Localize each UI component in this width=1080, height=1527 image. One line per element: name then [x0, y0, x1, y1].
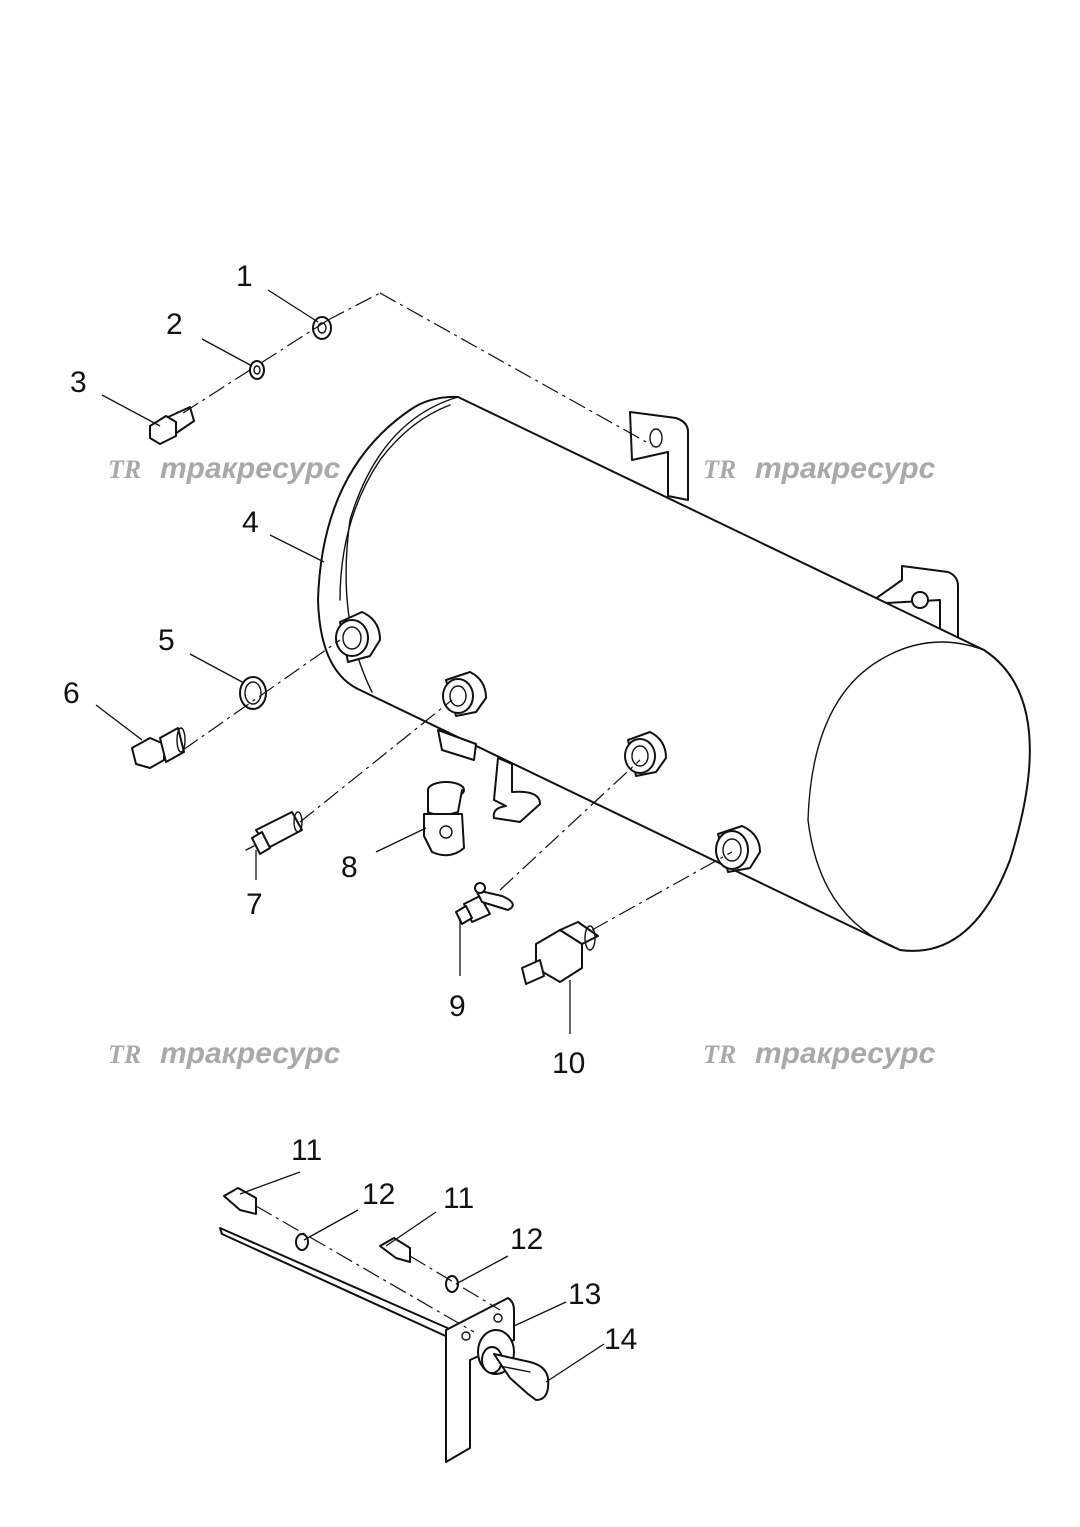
lock-washer-part-2	[249, 360, 265, 380]
watermark-bottom-left: TR тракресурс	[108, 1037, 341, 1070]
watermark-top-right: TR тракресурс	[703, 452, 936, 485]
callout-11: 11	[443, 1182, 474, 1215]
port-boss	[715, 825, 761, 873]
callout-14: 14	[604, 1323, 637, 1356]
callout-5: 5	[158, 624, 175, 657]
washer-part-1	[312, 316, 332, 340]
assembly-line	[591, 851, 733, 931]
bolt-part-11	[223, 1187, 257, 1215]
tank-hook	[492, 757, 541, 823]
assembly-line	[299, 699, 453, 823]
assembly-line	[499, 759, 641, 891]
port-boss	[624, 731, 667, 777]
callout-9: 9	[449, 990, 466, 1023]
o-ring-part-5	[239, 676, 267, 710]
air-tank	[317, 395, 1031, 952]
callout-4: 4	[242, 506, 259, 539]
bolt-part-11	[379, 1237, 411, 1263]
watermark-text: тракресурс	[160, 1037, 341, 1070]
watermark-logo: TR	[108, 1040, 141, 1069]
callout-13: 13	[568, 1278, 601, 1311]
assembly-line	[182, 639, 341, 751]
watermark-text: тракресурс	[755, 452, 936, 485]
tank-drain-boss	[437, 729, 477, 761]
washer-part-12	[295, 1233, 309, 1251]
bracket-nut	[911, 591, 929, 609]
callout-10: 10	[552, 1047, 585, 1080]
tank-rim-inner	[339, 404, 451, 601]
callout-12: 12	[362, 1178, 395, 1211]
assembly-line	[409, 1255, 501, 1311]
watermark-text: тракресурс	[160, 452, 341, 485]
watermark-logo: TR	[703, 455, 736, 484]
valve-block-part-10	[521, 921, 599, 985]
bracket-hole	[649, 428, 663, 448]
watermark-logo: TR	[108, 455, 141, 484]
callout-1: 1	[236, 260, 253, 293]
watermark-top-left: TR тракресурс	[108, 452, 341, 485]
tank-end-cap	[807, 641, 1031, 952]
callout-6: 6	[63, 677, 80, 710]
drain-valve-part-8	[423, 781, 465, 857]
mounting-plate-part-13	[445, 1297, 515, 1463]
assembly-line	[182, 292, 649, 444]
bolt-part-3	[149, 406, 195, 445]
assembly-line	[255, 1205, 475, 1333]
watermark-logo: TR	[703, 1040, 736, 1069]
callout-2: 2	[166, 308, 183, 341]
rear-bracket	[629, 411, 689, 501]
pull-rod	[219, 1227, 453, 1339]
watermark-text: тракресурс	[755, 1037, 936, 1070]
port-boss	[442, 671, 487, 717]
callout-12: 12	[510, 1223, 543, 1256]
handle-part-14	[493, 1353, 550, 1401]
watermark-bottom-right: TR тракресурс	[703, 1037, 936, 1070]
callout-3: 3	[70, 366, 87, 399]
callout-11: 11	[291, 1134, 322, 1167]
callout-8: 8	[341, 851, 358, 884]
drain-cock-part-9	[455, 882, 514, 925]
switch-part-7	[245, 811, 303, 855]
callout-7: 7	[246, 888, 263, 921]
bracket-assembly	[219, 1187, 550, 1463]
leader-lines	[95, 289, 605, 1383]
port-boss	[335, 611, 381, 663]
fitting-part-6	[131, 727, 186, 769]
